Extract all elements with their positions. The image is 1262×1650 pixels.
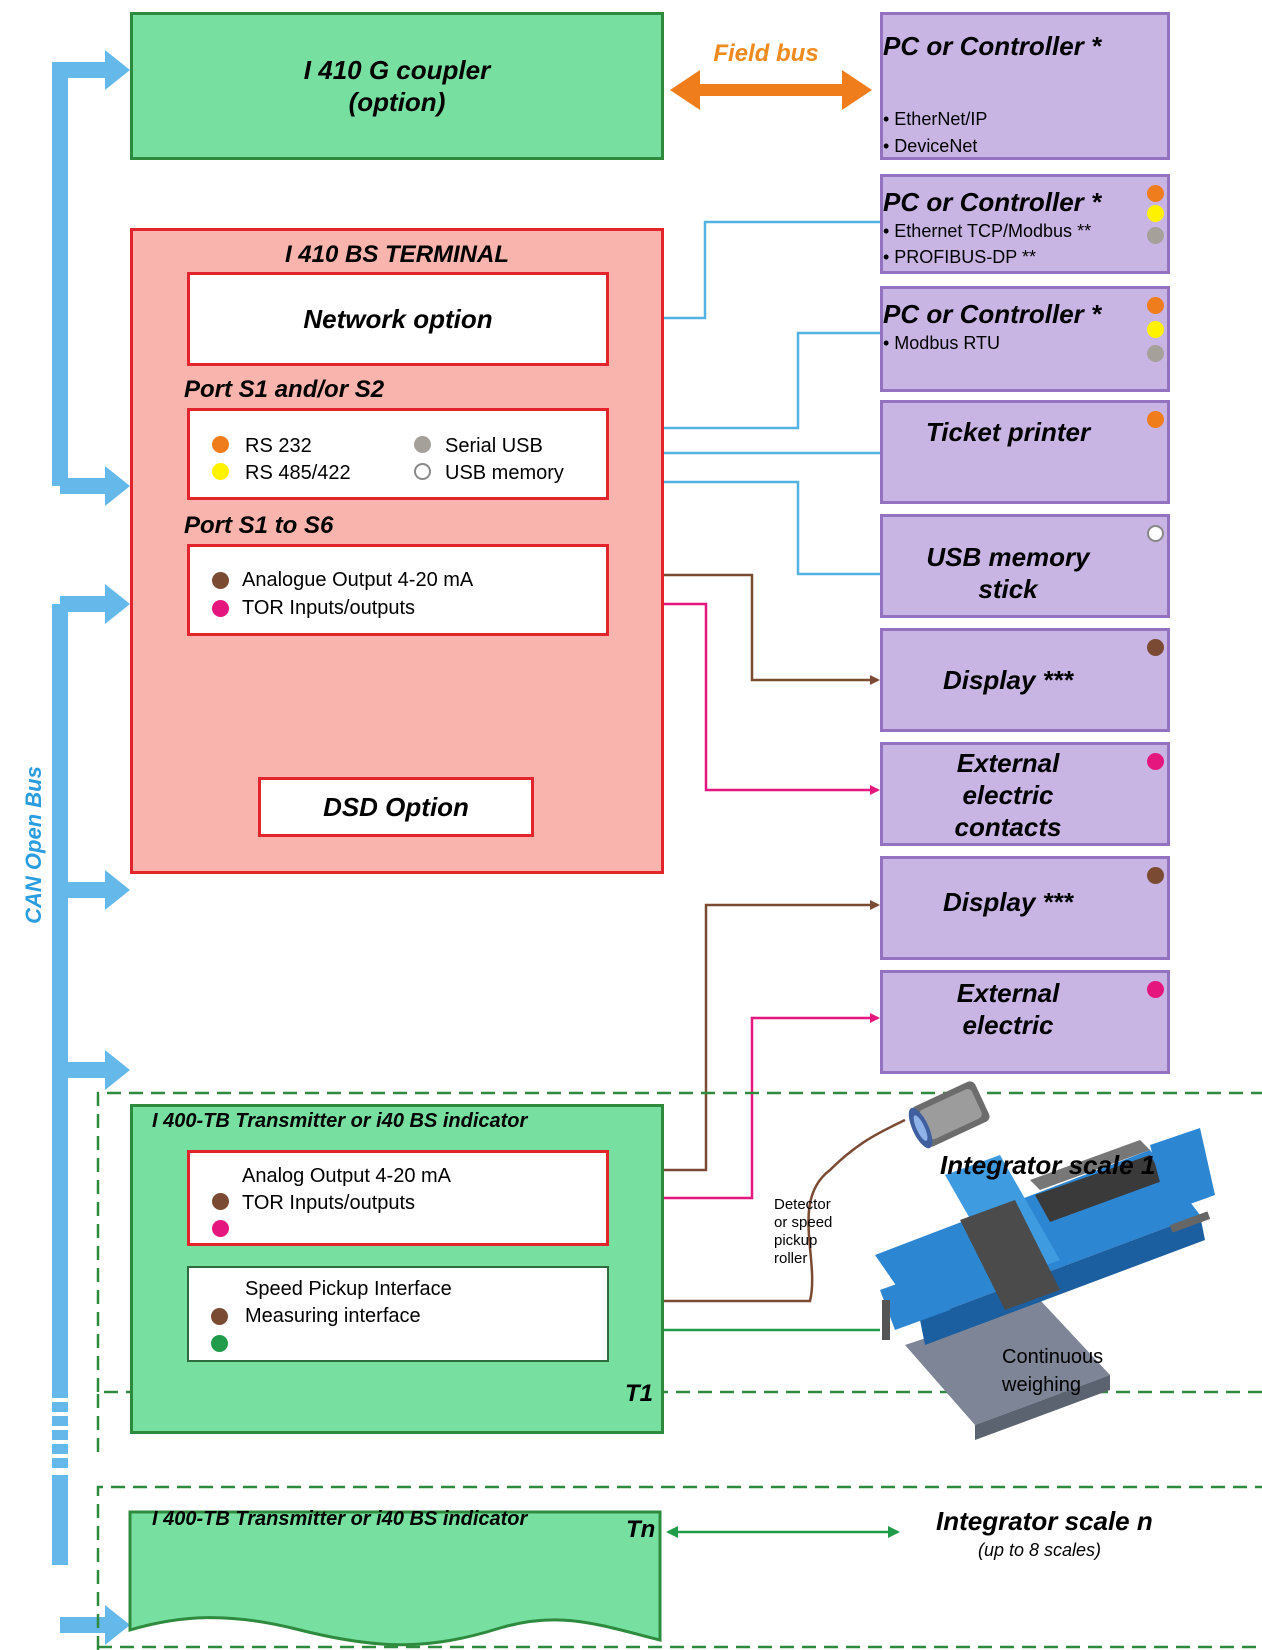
scale-n-subtitle: (up to 8 scales): [978, 1540, 1102, 1560]
display-2-label: Display ***: [942, 887, 1074, 917]
transmitter-1-tag: T1: [625, 1380, 654, 1407]
terminal-title: I 410 BS TERMINAL: [284, 241, 510, 268]
pc-controller-3-item-1: • Modbus RTU: [883, 333, 1001, 353]
analog-dot: [211, 1308, 228, 1325]
tor-dot: [212, 1220, 229, 1237]
transmitter-1-title: I 400-TB Transmitter or i40 BS indicator: [152, 1110, 528, 1132]
port-s1s6-title: Port S1 to S6: [184, 512, 334, 539]
tor-label: TOR Inputs/outputs: [242, 597, 416, 619]
pc-controller-2[interactable]: PC or Controller * • Ethernet TCP/Modbus…: [880, 174, 1170, 274]
analog-dot: [212, 1193, 229, 1210]
scale-1-title: Integrator scale 1: [940, 1150, 1156, 1180]
analog-dot: [1147, 867, 1164, 884]
scalen-group-frame: [96, 1485, 1262, 1650]
display-2-box[interactable]: Display ***: [880, 856, 1170, 960]
transmitter-1-output-box: Analog Output 4-20 mA TOR Inputs/outputs: [187, 1150, 609, 1246]
conveyor-scale-illustration: [875, 1081, 1215, 1440]
pc-controller-2-item-1: • Ethernet TCP/Modbus **: [883, 221, 1092, 241]
serial-usb-label: Serial USB: [445, 435, 543, 457]
display-1-box[interactable]: Display ***: [880, 628, 1170, 732]
measuring-dot: [211, 1335, 228, 1352]
display-1-label: Display ***: [942, 665, 1074, 695]
tor-link-2: [662, 1013, 880, 1200]
rs232-dot: [1147, 411, 1164, 428]
tor-link-1: [662, 602, 880, 795]
pc-controller-3[interactable]: PC or Controller * • Modbus RTU: [880, 286, 1170, 392]
field-bus-arrow: [670, 70, 872, 110]
rs485-dot: [212, 463, 229, 480]
port-s1s6-box: Analogue Output 4-20 mA TOR Inputs/outpu…: [187, 544, 609, 636]
pc-controller-1-title: PC or Controller *: [883, 31, 1102, 61]
analog-dot: [1147, 639, 1164, 656]
analogue-output-label: Analogue Output 4-20 mA: [242, 569, 474, 591]
blue-links: [662, 220, 880, 576]
usb-memory-dot: [414, 463, 431, 480]
serial-usb-dot: [1147, 345, 1164, 362]
usb-stick-label: USB memory stick: [926, 542, 1090, 604]
detector-label: Detector or speed pickup roller: [774, 1196, 833, 1267]
tor-dot: [212, 600, 229, 617]
external-electric-label: External electric: [956, 978, 1060, 1040]
pc-controller-1-item-2: • DeviceNet: [883, 136, 978, 156]
tor-dot: [1147, 981, 1164, 998]
usb-memory-label: USB memory: [445, 462, 564, 484]
network-option-box[interactable]: Network option: [187, 272, 609, 366]
speed-pickup-label: Speed Pickup Interface: [245, 1278, 452, 1300]
rs485-dot: [1147, 321, 1164, 338]
serial-usb-dot: [1147, 227, 1164, 244]
port-s1s2-box: RS 232 RS 485/422 Serial USB USB memory: [187, 408, 609, 500]
rs232-dot: [1147, 185, 1164, 202]
pc-controller-3-title: PC or Controller *: [883, 299, 1102, 329]
continuous-weighing-label: Continuous weighing: [1002, 1346, 1104, 1396]
external-contacts-box[interactable]: External electric contacts: [880, 742, 1170, 846]
speed-pickup-link: [607, 1118, 906, 1303]
rs485-dot: [1147, 205, 1164, 222]
pc-controller-1[interactable]: PC or Controller * • EtherNet/IP • Devic…: [880, 12, 1170, 160]
port-s1s2-title: Port S1 and/or S2: [184, 376, 385, 403]
field-bus-label: Field bus: [713, 40, 819, 67]
pc-controller-1-item-1: • EtherNet/IP: [883, 109, 988, 129]
analog-dot: [212, 572, 229, 589]
scale-n-title: Integrator scale n: [936, 1506, 1153, 1536]
coupler-box[interactable]: I 410 G coupler (option): [130, 12, 664, 160]
transmitter-n-title: I 400-TB Transmitter or i40 BS indicator: [152, 1508, 528, 1530]
ticket-printer-box[interactable]: Ticket printer: [880, 400, 1170, 504]
usb-stick-box[interactable]: USB memory stick: [880, 514, 1170, 618]
rs485-label: RS 485/422: [245, 462, 351, 484]
analog-link-2: [662, 900, 880, 1172]
rs232-label: RS 232: [245, 435, 312, 457]
can-bus-dashes: [52, 1402, 68, 1468]
can-bus: [52, 50, 130, 1645]
pc-controller-2-title: PC or Controller *: [883, 187, 1102, 217]
transmitter-1-analog-label: Analog Output 4-20 mA: [242, 1165, 452, 1187]
analog-link-1: [662, 573, 880, 685]
rs232-dot: [1147, 297, 1164, 314]
transmitter-1-input-box: Speed Pickup Interface Measuring interfa…: [187, 1266, 609, 1362]
usb-memory-dot: [1147, 525, 1164, 542]
transmitter-n-tag: Tn: [626, 1516, 656, 1543]
ticket-printer-label: Ticket printer: [925, 417, 1091, 447]
dsd-option-box[interactable]: DSD Option: [258, 777, 534, 837]
external-contacts-label: External electric contacts: [954, 748, 1062, 842]
rs232-dot: [212, 436, 229, 453]
measuring-label: Measuring interface: [245, 1305, 421, 1327]
transmitter-1-tor-label: TOR Inputs/outputs: [242, 1192, 416, 1214]
external-electric-box[interactable]: External electric: [880, 970, 1170, 1074]
pc-controller-2-item-2: • PROFIBUS-DP **: [883, 247, 1036, 267]
scale1-group-frame: [96, 1091, 1262, 1452]
serial-usb-dot: [414, 436, 431, 453]
tor-dot: [1147, 753, 1164, 770]
